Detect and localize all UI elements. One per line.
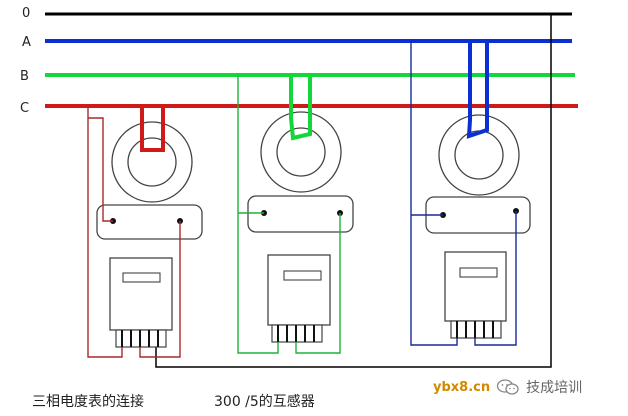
current-transformer-c: [111, 121, 193, 203]
unit-phase-c: [87, 106, 203, 358]
energy-meter-c: [109, 257, 173, 331]
energy-meter-a: [444, 251, 507, 322]
current-transformer-c-inner: [127, 137, 177, 187]
wire-c-voltage: [87, 106, 123, 358]
ct-a-primary-wire: [466, 41, 489, 139]
watermark-brand: 技成培训: [526, 380, 583, 396]
label-phase-c: C: [20, 101, 29, 116]
watermark-url: ybx8.cn: [433, 379, 491, 395]
wire-c-ct-s1: [88, 117, 113, 222]
meter-a-display: [459, 267, 498, 278]
wire-a-ct-s2: [474, 211, 517, 346]
label-phase-b: B: [20, 69, 29, 84]
unit-phase-a: [410, 41, 531, 346]
current-transformer-b-inner: [276, 127, 326, 177]
watermark: ybx8.cn 技成培训: [433, 372, 623, 402]
terminal-block-b: [247, 195, 354, 233]
energy-meter-b: [267, 254, 331, 326]
unit-phase-b: [237, 75, 354, 354]
wire-a-voltage: [410, 41, 458, 346]
current-transformer-b: [260, 111, 342, 193]
diagram-caption-middle: 300 /5的互感器: [214, 394, 315, 410]
wechat-logo-icon: [496, 379, 519, 395]
wire-b-voltage: [237, 75, 279, 354]
ct-c-primary-wire: [140, 106, 165, 152]
meter-c-display: [122, 272, 161, 283]
label-neutral: 0: [22, 6, 30, 21]
terminal-block-c: [96, 204, 203, 240]
meter-b-display: [283, 270, 322, 281]
wire-c-ct-s2: [139, 221, 181, 358]
current-transformer-a-inner: [454, 130, 504, 180]
label-phase-a: A: [22, 35, 31, 50]
current-transformer-a: [438, 114, 520, 196]
wire-b-ct-s2: [295, 213, 341, 354]
ct-b-primary-wire: [289, 75, 312, 141]
diagram-caption-left: 三相电度表的连接: [32, 394, 144, 410]
